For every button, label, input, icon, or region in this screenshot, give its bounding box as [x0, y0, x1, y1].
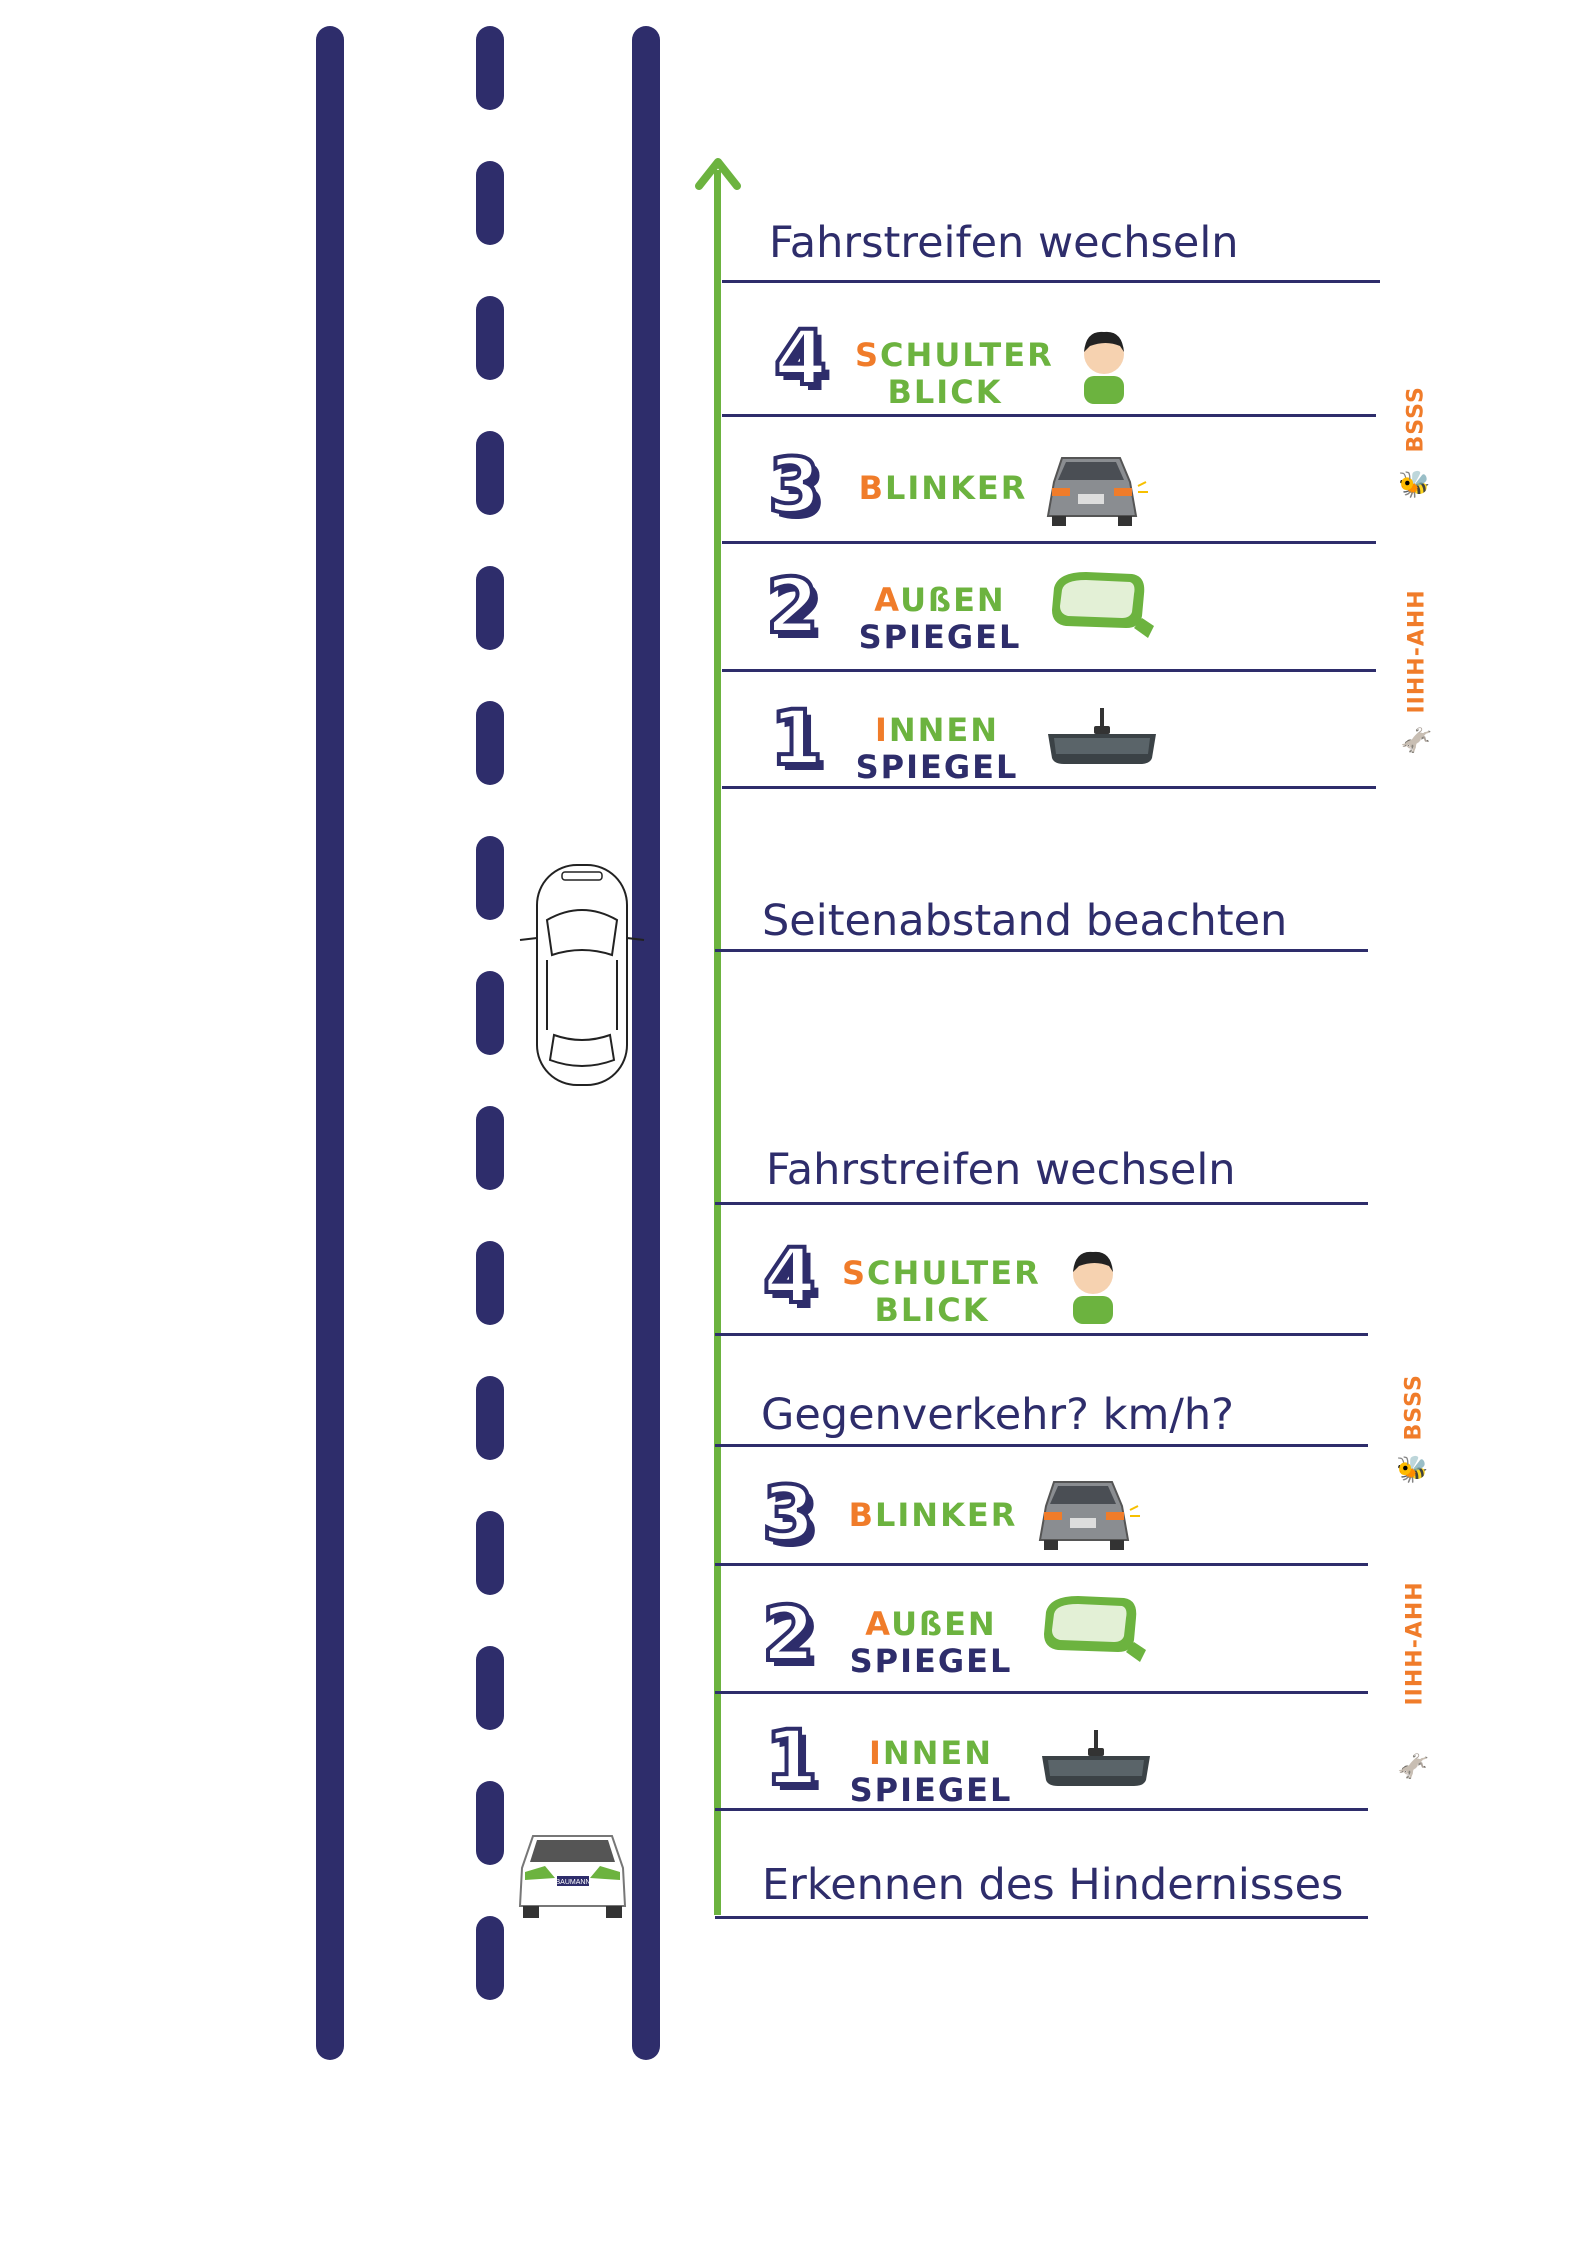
rear-mirror-icon — [1048, 708, 1156, 764]
divider — [722, 414, 1376, 417]
step-number: 4 — [772, 313, 829, 402]
divider — [715, 1916, 1368, 1919]
bottom-title: Fahrstreifen wechseln — [766, 1145, 1236, 1195]
divider — [715, 1691, 1368, 1694]
step-word: AUßEN SPIEGEL — [849, 1605, 1013, 1680]
person-icon — [1073, 1251, 1113, 1324]
road-left-edge — [316, 26, 344, 2060]
road-dash — [476, 836, 504, 920]
step-number: 2 — [760, 1589, 817, 1678]
divider — [715, 1333, 1368, 1336]
divider — [715, 949, 1368, 952]
car-blinker-icon — [1046, 457, 1148, 526]
road-dash — [476, 1781, 504, 1865]
step-word: BLINKER — [848, 1496, 1018, 1534]
road-dash — [476, 26, 504, 110]
oncoming-label: Gegenverkehr? km/h? — [761, 1390, 1234, 1440]
rear-mirror-icon — [1042, 1730, 1150, 1786]
road-dash — [476, 701, 504, 785]
road-dash — [476, 161, 504, 245]
road-dash — [476, 566, 504, 650]
divider — [722, 541, 1376, 544]
road-dash — [476, 296, 504, 380]
road-dash — [476, 971, 504, 1055]
step-word: BLINKER — [858, 469, 1028, 507]
donkey-icon: 🫏 — [1397, 1752, 1430, 1782]
car-blinker-icon — [1038, 1481, 1140, 1550]
person-icon — [1084, 331, 1124, 404]
divider — [715, 1808, 1368, 1811]
divider — [715, 1444, 1368, 1447]
side-mnemonic: BSSS — [1403, 386, 1429, 453]
donkey-icon: 🫏 — [1400, 726, 1433, 756]
step-number: 2 — [764, 561, 821, 650]
parked-car-icon — [519, 864, 645, 1086]
divider — [715, 1563, 1368, 1566]
progress-arrow-shaft — [714, 170, 721, 1915]
divider — [722, 280, 1380, 283]
divider — [722, 669, 1376, 672]
divider — [722, 786, 1376, 789]
road-dash — [476, 1106, 504, 1190]
step-word: AUßEN SPIEGEL — [858, 581, 1022, 656]
step-number: 1 — [768, 693, 825, 782]
middle-label: Seitenabstand beachten — [762, 896, 1288, 946]
road-dash — [476, 1646, 504, 1730]
learner-car-icon: BAUMANN — [518, 1835, 627, 1918]
side-mirror-icon — [1052, 572, 1154, 638]
step-word: INNEN SPIEGEL — [849, 1734, 1013, 1809]
side-mnemonic: IIHH-AHH — [1404, 589, 1430, 714]
divider — [715, 1202, 1368, 1205]
step-word: SCHULTER BLICK — [855, 336, 1054, 411]
road-dash — [476, 1241, 504, 1325]
step-word: INNEN SPIEGEL — [855, 711, 1019, 786]
step-number: 3 — [760, 1469, 817, 1558]
side-mnemonic: BSSS — [1401, 1374, 1427, 1441]
road-right-edge — [632, 26, 660, 2060]
step-word: SCHULTER BLICK — [842, 1254, 1041, 1329]
road-dash — [476, 1376, 504, 1460]
top-title: Fahrstreifen wechseln — [769, 218, 1239, 268]
road-dash — [476, 431, 504, 515]
side-mnemonic: IIHH-AHH — [1402, 1581, 1428, 1706]
car-badge: BAUMANN — [555, 1879, 590, 1886]
road-dash — [476, 1916, 504, 2000]
arrow-up-icon — [695, 158, 741, 190]
step-number: 3 — [766, 441, 823, 530]
road-dash — [476, 1511, 504, 1595]
bee-icon: 🐝 — [1398, 470, 1431, 500]
step-number: 1 — [763, 1713, 820, 1802]
side-mirror-icon — [1044, 1596, 1146, 1662]
bee-icon: 🐝 — [1396, 1455, 1429, 1485]
step-number: 4 — [761, 1231, 818, 1320]
recognize-label: Erkennen des Hindernisses — [762, 1860, 1344, 1910]
